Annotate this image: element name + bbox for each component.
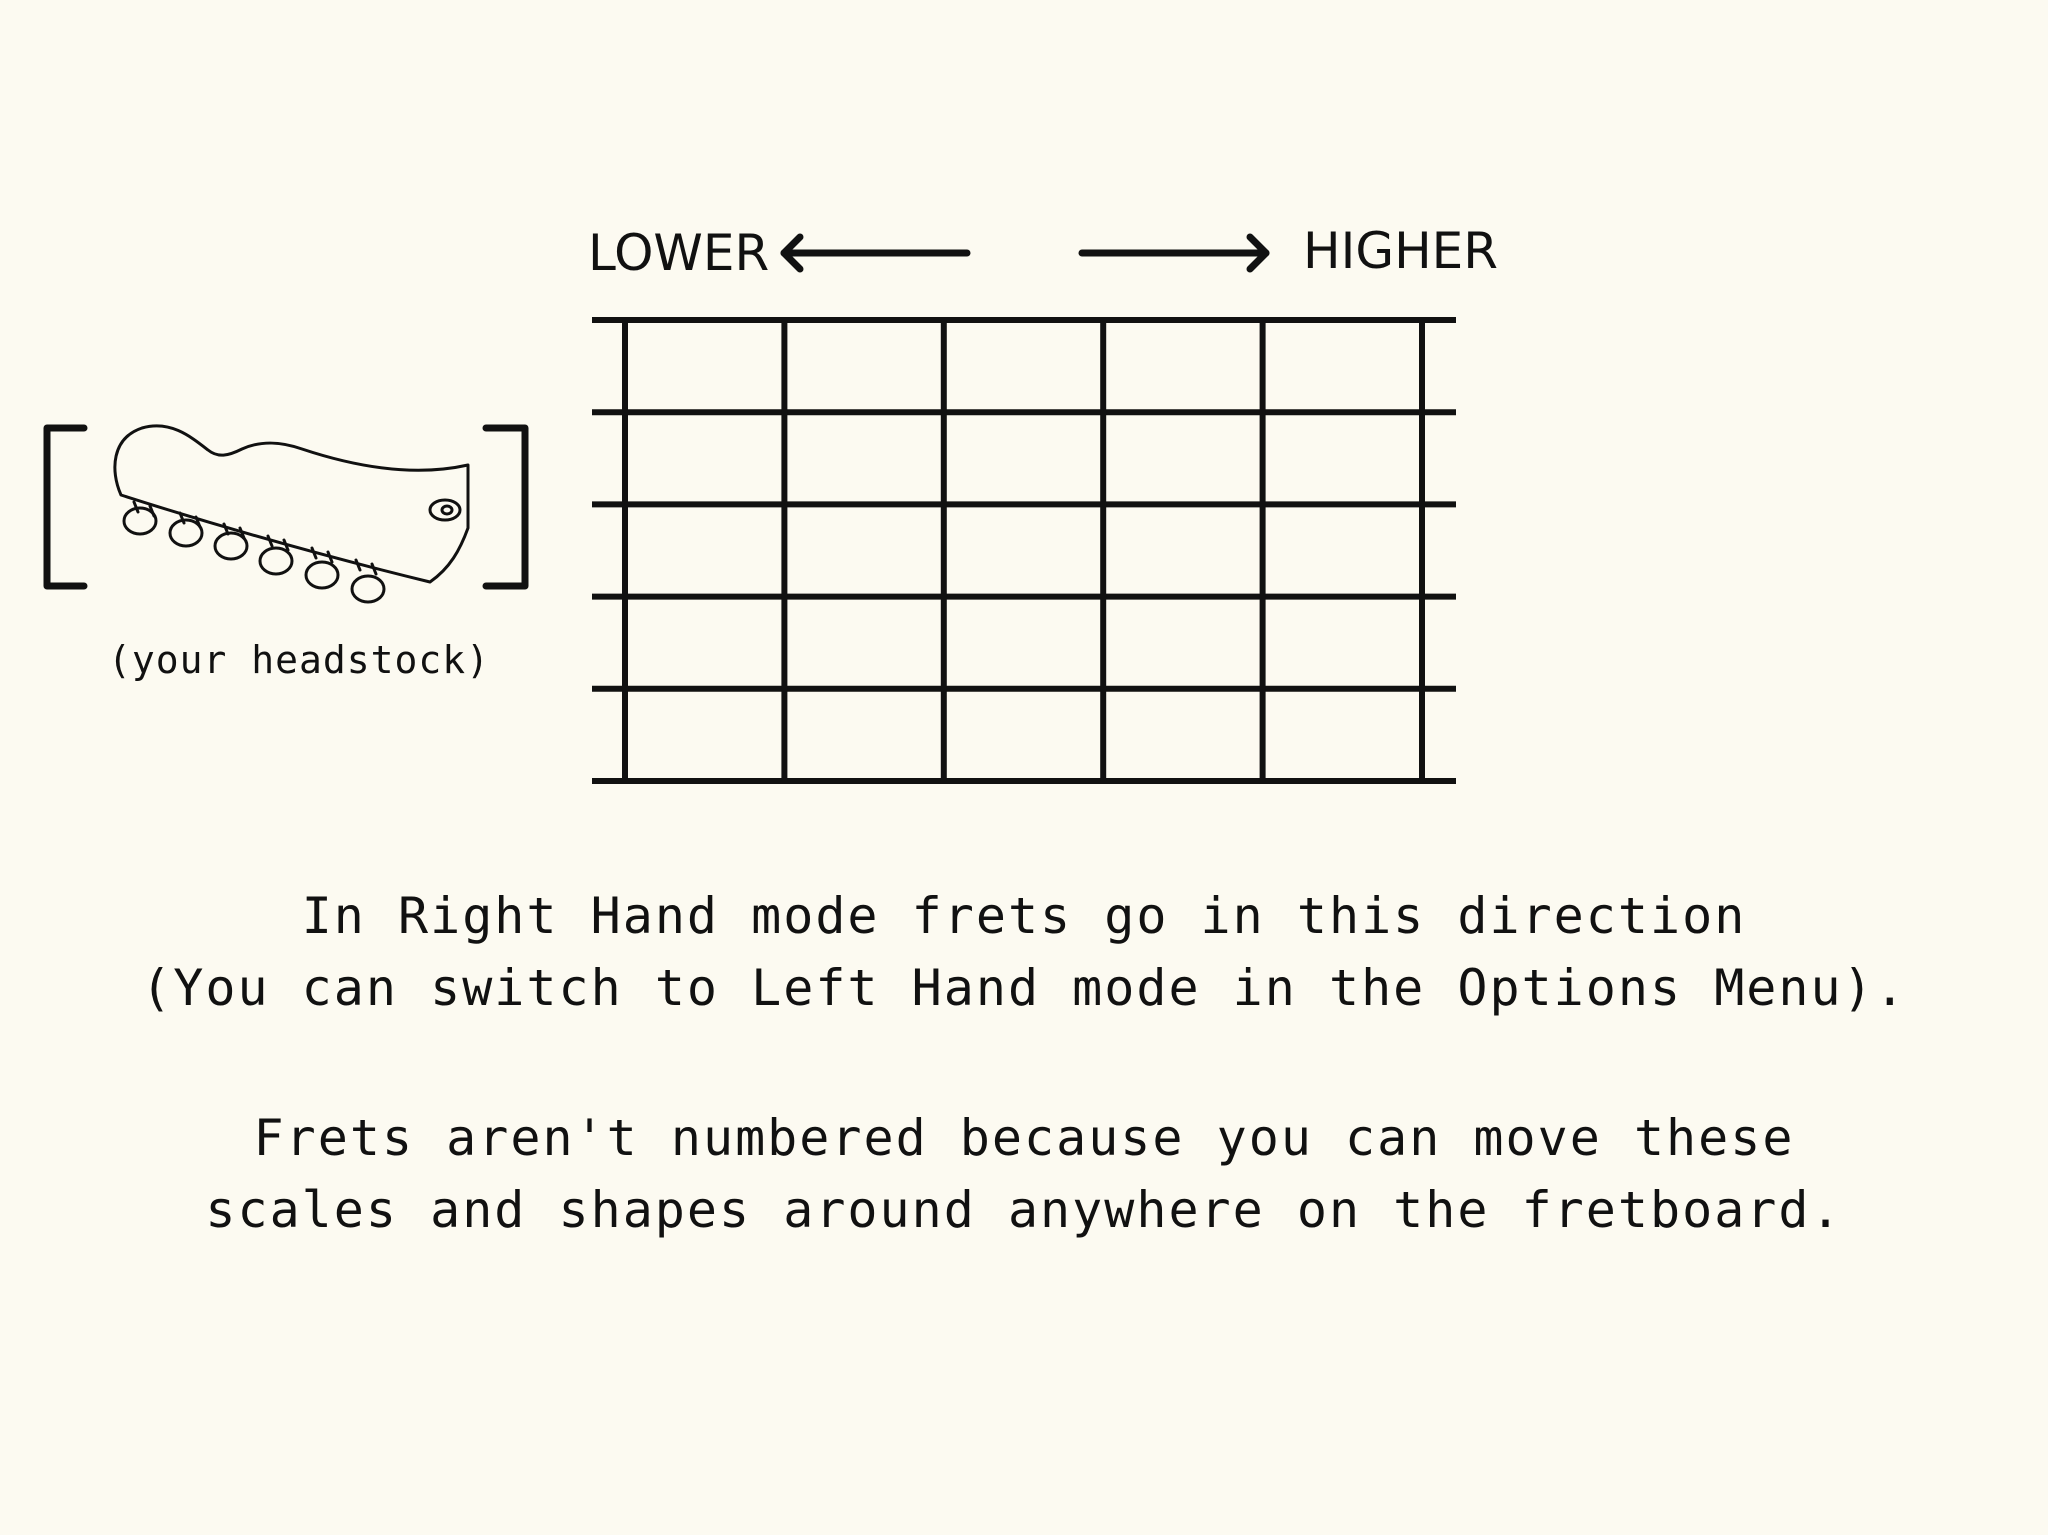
guitar-headstock-icon: [43, 424, 529, 604]
left-bracket: [43, 424, 88, 590]
right-bracket: [482, 424, 529, 590]
lower-label: LOWER: [588, 224, 770, 282]
paragraph-line: scales and shapes around anywhere on the…: [205, 1181, 1843, 1239]
hand-mode-paragraph: In Right Hand mode frets go in this dire…: [0, 880, 2048, 1024]
paragraph-line: In Right Hand mode frets go in this dire…: [301, 887, 1747, 945]
headstock-caption: (your headstock): [108, 638, 491, 682]
fret-numbering-paragraph: Frets aren't numbered because you can mo…: [0, 1102, 2048, 1246]
paragraph-line: (You can switch to Left Hand mode in the…: [141, 959, 1907, 1017]
paragraph-line: Frets aren't numbered because you can mo…: [253, 1109, 1795, 1167]
left-arrow-icon: [780, 233, 971, 273]
fretboard-grid: [592, 317, 1456, 784]
higher-label: HIGHER: [1303, 222, 1499, 280]
right-arrow-icon: [1078, 233, 1270, 273]
